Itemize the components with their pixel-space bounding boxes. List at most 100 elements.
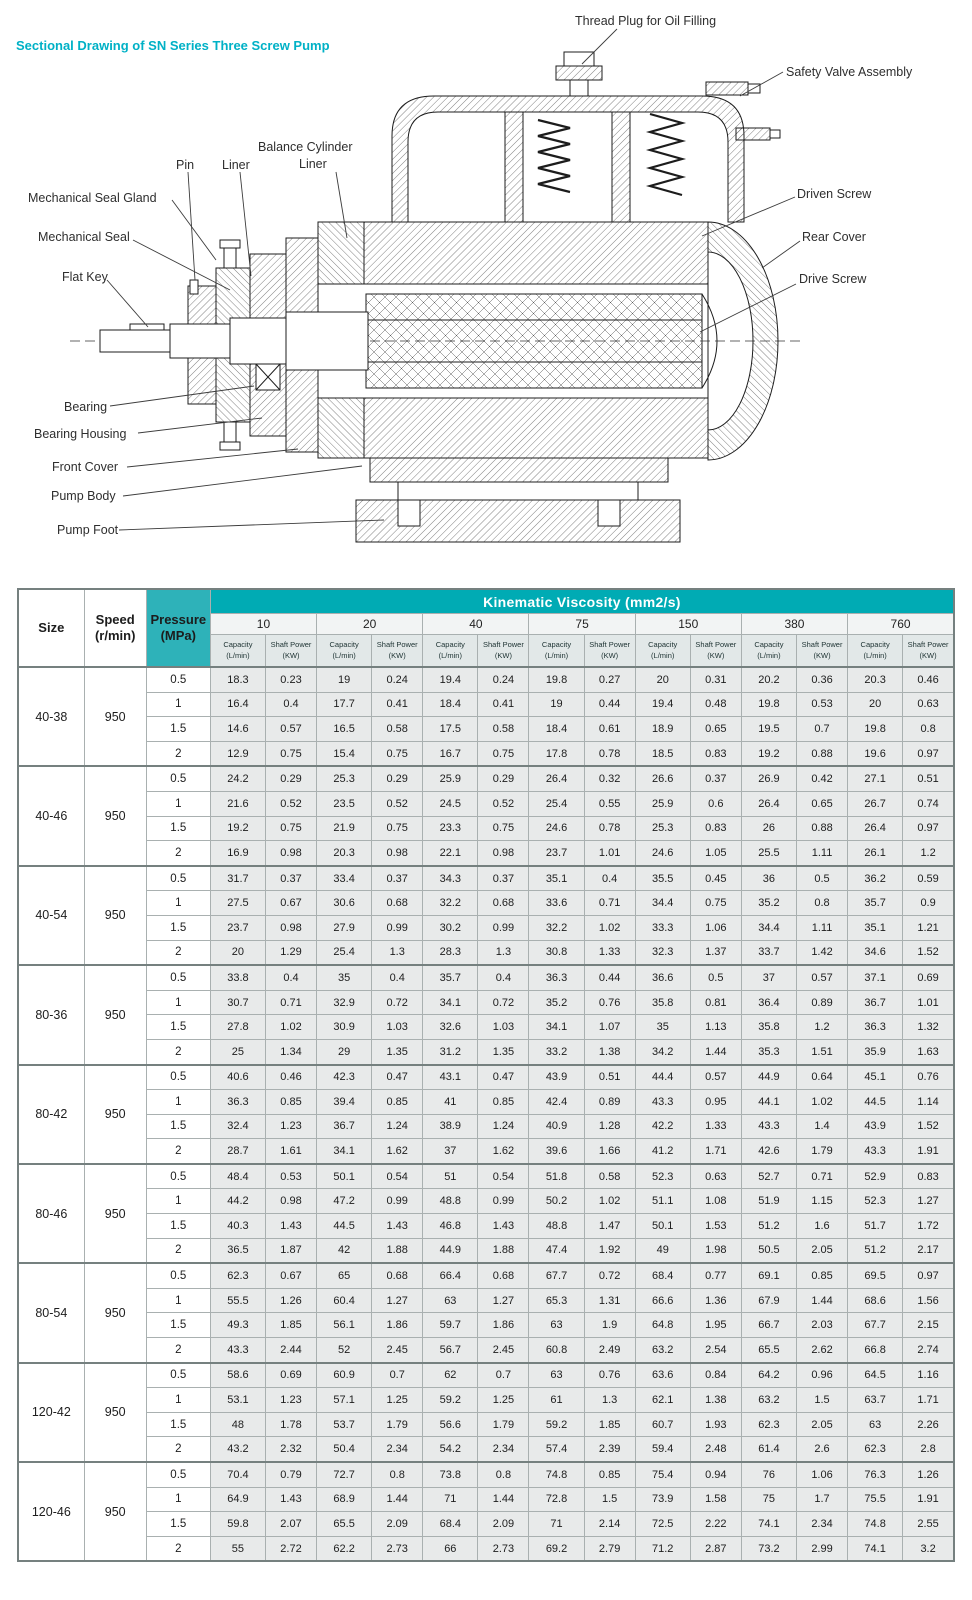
capacity-cell: 36.2 bbox=[847, 864, 904, 892]
capacity-cell: 32.2 bbox=[528, 914, 585, 941]
shaft-power-cell: 1.62 bbox=[477, 1138, 530, 1165]
shaft-power-cell: 0.58 bbox=[371, 716, 424, 742]
pressure-cell: 1 bbox=[145, 1486, 211, 1513]
shaft-power-cell: 1.93 bbox=[689, 1411, 742, 1438]
shaft-power-cell: 0.75 bbox=[477, 815, 530, 842]
capacity-cell: 59.4 bbox=[634, 1436, 691, 1463]
capacity-cell: 50.4 bbox=[316, 1436, 373, 1463]
viscosity-value-header: 760 bbox=[847, 613, 955, 635]
pressure-cell: 2 bbox=[145, 1138, 211, 1165]
shaft-power-cell: 0.72 bbox=[477, 989, 530, 1016]
shaft-power-cell: 0.41 bbox=[371, 691, 424, 718]
shaft-power-cell: 2.09 bbox=[477, 1511, 530, 1537]
capacity-cell: 57.4 bbox=[528, 1436, 585, 1463]
shaft-power-cell: 0.75 bbox=[264, 740, 318, 767]
capacity-cell: 74.8 bbox=[528, 1460, 585, 1488]
capacity-cell: 19.8 bbox=[740, 691, 797, 718]
sectional-drawing-section: Sectional Drawing of SN Series Three Scr… bbox=[0, 0, 972, 578]
label-drive-screw: Drive Screw bbox=[799, 272, 867, 286]
capacity-cell: 49.3 bbox=[209, 1312, 266, 1339]
shaft-power-cell: 0.9 bbox=[902, 890, 955, 916]
capacity-cell: 71 bbox=[528, 1511, 585, 1537]
capacity-cell: 68.4 bbox=[422, 1511, 479, 1537]
shaft-power-cell: 1.79 bbox=[795, 1138, 849, 1165]
shaft-power-cell: 1.28 bbox=[583, 1113, 636, 1140]
shaft-power-cell: 0.59 bbox=[902, 864, 955, 892]
shaft-power-cell: 0.77 bbox=[689, 1262, 742, 1289]
shaft-power-cell: 1.66 bbox=[583, 1138, 636, 1165]
shaft-power-cell: 1.71 bbox=[902, 1387, 955, 1413]
capacity-cell: 34.3 bbox=[422, 864, 479, 892]
shaft-power-cell: 2.05 bbox=[795, 1411, 849, 1438]
shaft-power-cell: 1.43 bbox=[264, 1486, 318, 1513]
capacity-cell: 20.3 bbox=[847, 665, 904, 693]
shaft-power-cell: 1.44 bbox=[371, 1486, 424, 1513]
shaft-power-cell: 0.37 bbox=[477, 864, 530, 892]
capacity-cell: 33.7 bbox=[740, 939, 797, 966]
shaft-power-cell: 0.64 bbox=[795, 1063, 849, 1091]
capacity-cell: 63 bbox=[528, 1312, 585, 1339]
pressure-cell: 1.5 bbox=[145, 1411, 211, 1438]
shaft-power-cell: 0.7 bbox=[795, 716, 849, 742]
shaft-power-cell: 1.38 bbox=[583, 1038, 636, 1066]
capacity-cell: 18.4 bbox=[528, 716, 585, 742]
shaft-power-cell: 1.11 bbox=[795, 914, 849, 941]
shaft-power-cell: 1.38 bbox=[689, 1387, 742, 1413]
shaft-power-cell: 1.26 bbox=[902, 1460, 955, 1488]
capacity-cell: 60.7 bbox=[634, 1411, 691, 1438]
capacity-cell: 65 bbox=[316, 1262, 373, 1289]
shaft-power-cell: 1.86 bbox=[371, 1312, 424, 1339]
pressure-cell: 2 bbox=[145, 1535, 211, 1562]
capacity-cell: 39.6 bbox=[528, 1138, 585, 1165]
capacity-cell: 63 bbox=[422, 1287, 479, 1314]
capacity-cell: 62.3 bbox=[847, 1436, 904, 1463]
label-thread-plug: Thread Plug for Oil Filling bbox=[575, 14, 717, 28]
capacity-cell: 33.8 bbox=[209, 964, 266, 991]
pressure-cell: 2 bbox=[145, 939, 211, 966]
capacity-cell: 54.2 bbox=[422, 1436, 479, 1463]
capacity-cell: 36.3 bbox=[528, 964, 585, 991]
shaft-power-cell: 2.73 bbox=[477, 1535, 530, 1562]
shaft-power-cell: 1.91 bbox=[902, 1138, 955, 1165]
shaft-power-cell: 0.84 bbox=[689, 1361, 742, 1389]
capacity-cell: 68.6 bbox=[847, 1287, 904, 1314]
capacity-cell: 34.4 bbox=[634, 890, 691, 916]
shaft-power-cell: 1.14 bbox=[902, 1089, 955, 1115]
pin-shape bbox=[189, 279, 199, 295]
shaft-power-cell: 1.05 bbox=[689, 840, 742, 867]
capacity-cell: 20 bbox=[634, 665, 691, 693]
capacity-cell: 59.8 bbox=[209, 1511, 266, 1537]
size-cell: 80-36 bbox=[17, 964, 85, 1066]
capacity-cell: 55.5 bbox=[209, 1287, 266, 1314]
shaft-power-cell: 1.25 bbox=[477, 1387, 530, 1413]
capacity-cell: 30.6 bbox=[316, 890, 373, 916]
capacity-cell: 17.5 bbox=[422, 716, 479, 742]
capacity-cell: 36.7 bbox=[847, 989, 904, 1016]
shaft-power-cell: 1.03 bbox=[371, 1014, 424, 1040]
capacity-cell: 36.5 bbox=[209, 1237, 266, 1264]
pressure-cell: 1.5 bbox=[145, 1511, 211, 1537]
pressure-cell: 0.5 bbox=[145, 1361, 211, 1389]
shaft-power-cell: 1.24 bbox=[371, 1113, 424, 1140]
shaft-power-cell: 0.41 bbox=[477, 691, 530, 718]
capacity-cell: 16.9 bbox=[209, 840, 266, 867]
capacity-subheader: Capacity (L/min) bbox=[209, 634, 266, 668]
capacity-cell: 16.7 bbox=[422, 740, 479, 767]
capacity-cell: 28.3 bbox=[422, 939, 479, 966]
capacity-cell: 36.7 bbox=[316, 1113, 373, 1140]
pump-sectional-drawing bbox=[70, 28, 801, 543]
shaft-power-cell: 2.17 bbox=[902, 1237, 955, 1264]
shaft-power-subheader: Shaft Power (KW) bbox=[583, 634, 636, 668]
capacity-cell: 53.1 bbox=[209, 1387, 266, 1413]
